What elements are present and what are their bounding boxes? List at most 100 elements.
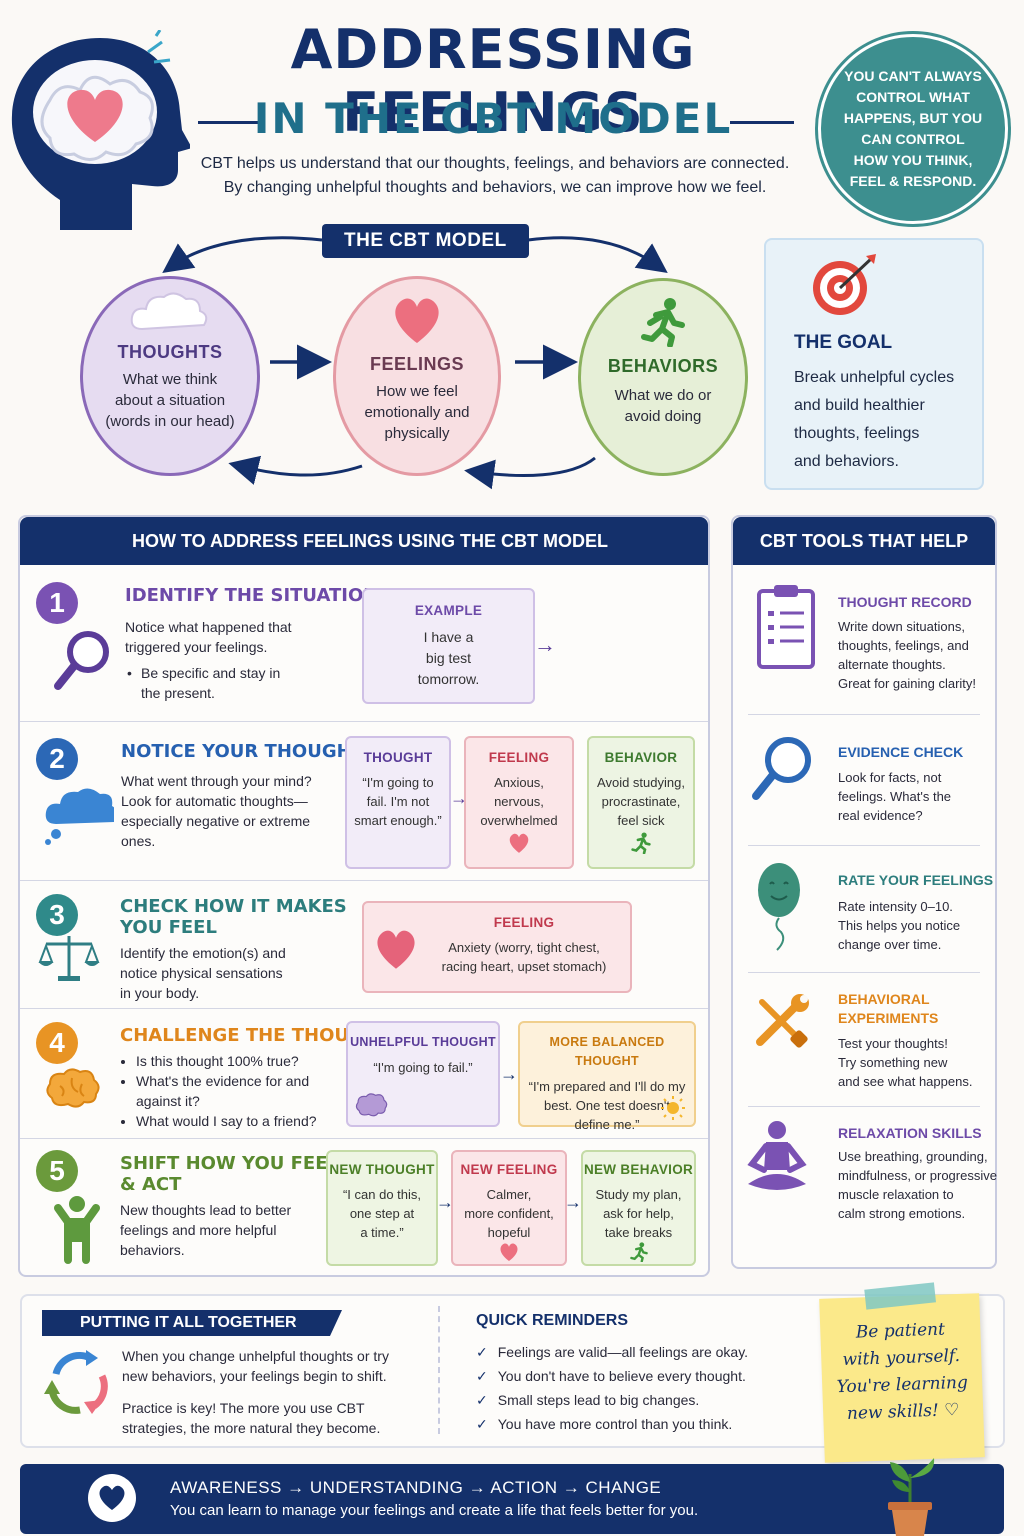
feelings-desc-2: emotionally and — [364, 404, 470, 421]
example-line-1: I have a — [423, 629, 474, 645]
arrow-right-icon: → — [534, 632, 556, 657]
physical-feeling-heading: FEELING — [493, 915, 555, 930]
together-text-3: Practice is key! The more you use CBT — [122, 1400, 365, 1416]
reminder-2-text: You don't have to believe every thought. — [497, 1368, 746, 1384]
tool-3-text-1: Rate intensity 0–10. — [838, 899, 953, 914]
thoughts-desc-2: about a situation — [114, 392, 226, 409]
behavior-card: BEHAVIOR Avoid studying, procrastinate, … — [587, 736, 695, 869]
feeling-card-line-1: Anxious, — [494, 775, 544, 790]
wrench-screwdriver-icon — [756, 994, 809, 1048]
step-4-question-1: Is this thought 100% true? — [136, 1051, 340, 1071]
reminder-4: ✓You have more control than you think. — [476, 1412, 776, 1436]
intro-line-2: By changing unhelpful thoughts and behav… — [223, 179, 767, 196]
thoughts-desc: What we think about a situation (words i… — [83, 369, 257, 432]
tool-2-text-3: real evidence? — [838, 808, 923, 823]
example-line-3: tomorrow. — [417, 671, 480, 687]
goal-text-4: and behaviors. — [794, 453, 899, 470]
together-heading: PUTTING IT ALL TOGETHER — [42, 1310, 342, 1336]
new-thought-card: NEW THOUGHT “I can do this, one step at … — [326, 1150, 438, 1266]
magnifier-icon — [752, 737, 811, 800]
tool-1-text-3: alternate thoughts. — [838, 657, 946, 672]
tool-2-text-1: Look for facts, not — [838, 770, 942, 785]
cbt-model-label: THE CBT MODEL — [322, 224, 529, 258]
banner-steps: AWARENESS → UNDERSTANDING → ACTION → CHA… — [170, 1478, 662, 1497]
balloon-icon — [758, 863, 800, 951]
new-thought-line-2: one step at — [349, 1206, 415, 1221]
feelings-desc-1: How we feel — [376, 383, 458, 400]
heart-icon — [500, 1243, 518, 1262]
balanced-thought-line-1: “I'm prepared and I'll do my — [528, 1079, 686, 1094]
goal-text: Break unhelpful cycles and build healthi… — [794, 364, 954, 476]
arrow-right-icon: → — [500, 1064, 518, 1084]
head-brain-icon — [11, 38, 190, 230]
goal-text-3: thoughts, feelings — [794, 425, 920, 442]
new-feeling-card: NEW FEELING Calmer, more confident, hope… — [451, 1150, 567, 1266]
balance-scale-icon — [38, 936, 100, 981]
sticky-note-text: Be patient with yourself. You're learnin… — [830, 1316, 974, 1429]
tool-1-text-4: Great for gaining clarity! — [838, 676, 977, 691]
goal-card: THE GOAL Break unhelpful cycles and buil… — [764, 238, 984, 490]
together-text-2: new behaviors, your feelings begin to sh… — [122, 1368, 387, 1384]
step-divider — [20, 1008, 708, 1009]
tool-1-text-2: thoughts, feelings, and — [838, 638, 969, 653]
step-5-number: 5 — [36, 1150, 78, 1192]
step-1-title: IDENTIFY THE SITUATION — [125, 585, 379, 606]
step-2-number: 2 — [36, 738, 78, 780]
feeling-card-heading: FEELING — [488, 750, 550, 765]
dashed-divider — [438, 1306, 440, 1434]
step-1-bullet-1: Be specific and stay in — [141, 665, 281, 681]
feelings-circle: FEELINGS How we feel emotionally and phy… — [333, 276, 501, 476]
thought-card-line-3: smart enough.” — [354, 813, 442, 828]
reminder-1-text: Feelings are valid—all feelings are okay… — [497, 1344, 749, 1360]
thoughts-desc-3: (words in our head) — [105, 413, 235, 430]
step-4-title: CHALLENGE THE THOUGHT — [120, 1025, 392, 1046]
step-5-title: SHIFT HOW YOU FEEL & ACT — [120, 1153, 339, 1195]
behaviors-circle: BEHAVIORS What we do or avoid doing — [578, 278, 748, 476]
thought-card: THOUGHT “I'm going to fail. I'm not smar… — [345, 736, 451, 869]
example-line-2: big test — [425, 650, 472, 666]
step-divider — [20, 880, 708, 881]
step-4-question-2b: against it? — [136, 1093, 200, 1109]
together-text: When you change unhelpful thoughts or tr… — [122, 1346, 432, 1438]
behaviors-title: BEHAVIORS — [607, 356, 719, 376]
running-person-icon — [641, 298, 685, 348]
behavior-card-heading: BEHAVIOR — [604, 750, 678, 765]
arrow-right-icon: → — [450, 788, 468, 808]
step-3-number: 3 — [36, 894, 78, 936]
thoughts-desc-1: What we think — [122, 371, 218, 388]
behaviors-desc-2: avoid doing — [624, 408, 702, 425]
spark-lines-icon — [147, 30, 171, 64]
balanced-thought-card: MORE BALANCED THOUGHT “I'm prepared and … — [518, 1021, 696, 1132]
tool-4-title-2: EXPERIMENTS — [838, 1010, 939, 1026]
tool-4-title: BEHAVIORAL EXPERIMENTS — [838, 990, 938, 1028]
new-behavior-heading: NEW BEHAVIOR — [583, 1162, 694, 1177]
tool-4-text-2: Try something new — [838, 1055, 948, 1070]
feelings-desc-3: physically — [384, 425, 450, 442]
behaviors-desc-1: What we do or — [614, 387, 712, 404]
step-4-questions: Is this thought 100% true? What's the ev… — [120, 1051, 340, 1131]
arrow-right-icon: → — [436, 1192, 454, 1212]
unhelpful-thought-heading: UNHELPFUL THOUGHT — [350, 1035, 496, 1049]
step-divider — [20, 1138, 708, 1139]
tool-4-text: Test your thoughts! Try something new an… — [838, 1034, 998, 1091]
tool-3-title: RATE YOUR FEELINGS — [838, 872, 994, 888]
behavior-card-line-2: procrastinate, — [601, 794, 681, 809]
heart-icon — [509, 833, 529, 853]
new-behavior-line-3: take breaks — [604, 1225, 673, 1240]
reminder-1: ✓Feelings are valid—all feelings are oka… — [476, 1340, 776, 1364]
step-1-text: Notice what happened that triggered your… — [125, 617, 350, 703]
balanced-thought-line-2: best. One test doesn't — [543, 1098, 671, 1113]
thought-card-line-1: “I'm going to — [362, 775, 434, 790]
brain-icon — [46, 1068, 100, 1108]
step-3-text-3: in your body. — [120, 985, 200, 1001]
step-1-number: 1 — [36, 582, 78, 624]
brain-icon — [355, 1093, 388, 1117]
tape-strip — [864, 1282, 936, 1310]
step-1-bullet: • Be specific and stay in the present. — [125, 663, 350, 703]
reminder-4-text: You have more control than you think. — [497, 1416, 733, 1432]
reminder-3-text: Small steps lead to big changes. — [497, 1392, 700, 1408]
feelings-title: FEELINGS — [369, 354, 464, 374]
tool-5-text: Use breathing, grounding, mindfulness, o… — [838, 1147, 998, 1223]
feeling-card-line-2: nervous, — [494, 794, 544, 809]
